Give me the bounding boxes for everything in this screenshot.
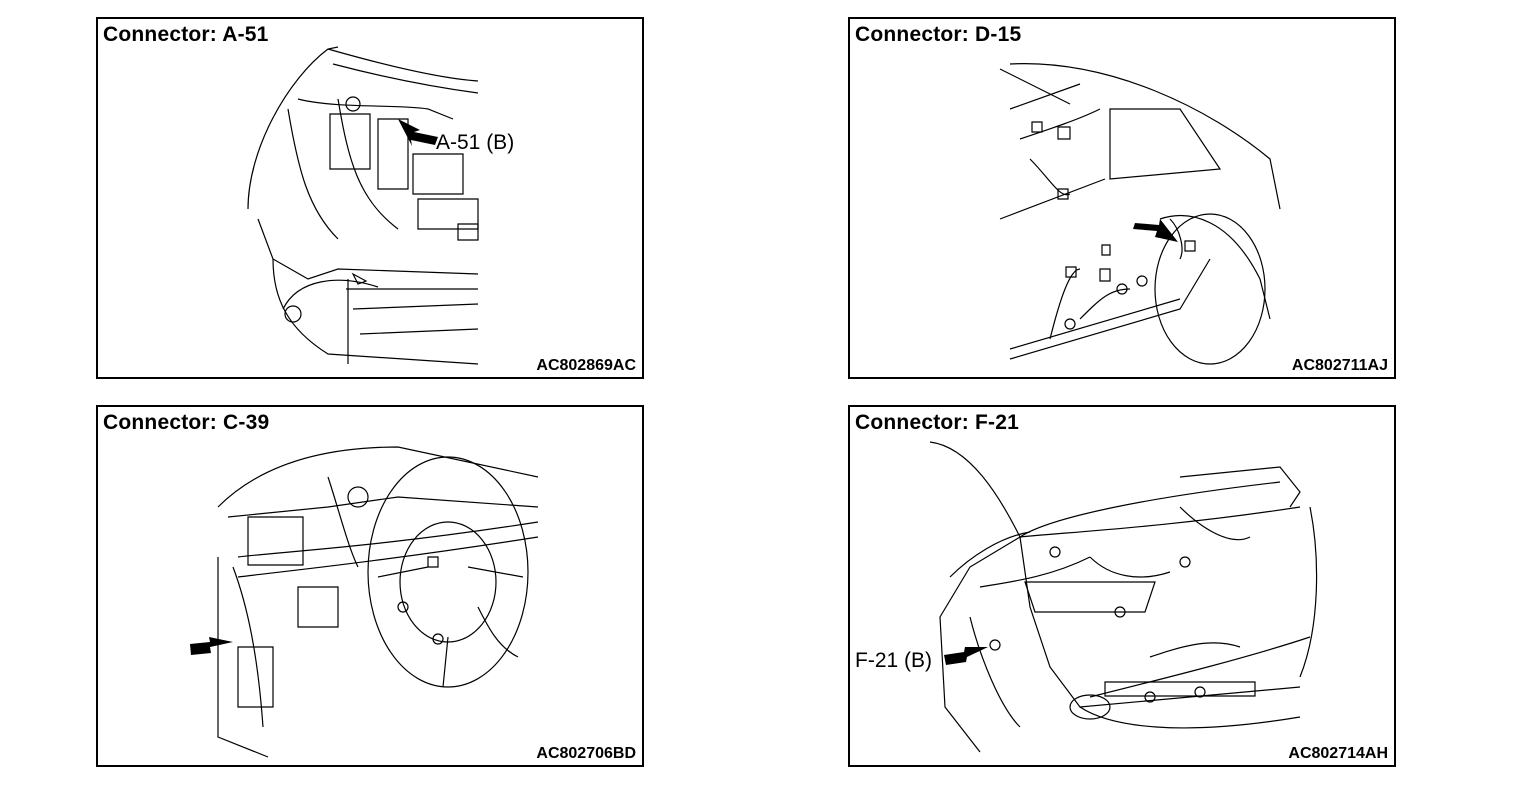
connector-panel-f21: Connector: F-21 F-21 (B) AC802714AH bbox=[848, 405, 1396, 767]
connector-callout-label: F-21 (B) bbox=[855, 649, 933, 672]
figure-code: AC802711AJ bbox=[1291, 357, 1388, 374]
trunk-illustration bbox=[850, 407, 1394, 765]
instrument-panel-illustration bbox=[98, 407, 642, 765]
figure-code: AC802869AC bbox=[536, 357, 636, 374]
figure-code: AC802706BD bbox=[536, 745, 636, 762]
connector-panel-d15: Connector: D-15 AC802711AJ bbox=[848, 17, 1396, 379]
engine-bay-illustration bbox=[98, 19, 642, 377]
connector-callout-label: A-51 (B) bbox=[436, 131, 515, 154]
arrow-icon bbox=[190, 637, 233, 655]
panel-title: Connector: F-21 bbox=[855, 411, 1020, 434]
panel-title: Connector: C-39 bbox=[103, 411, 270, 434]
arrow-icon bbox=[1133, 219, 1178, 242]
arrow-icon bbox=[398, 119, 438, 146]
figure-code: AC802714AH bbox=[1288, 745, 1388, 762]
connector-panel-a51: Connector: A-51 A-51 (B) AC802869AC bbox=[96, 17, 644, 379]
panel-title: Connector: D-15 bbox=[855, 23, 1022, 46]
arrow-icon bbox=[944, 647, 988, 665]
panel-title: Connector: A-51 bbox=[103, 23, 269, 46]
connector-panel-c39: Connector: C-39 AC802706BD bbox=[96, 405, 644, 767]
rear-side-body-illustration bbox=[850, 19, 1394, 377]
